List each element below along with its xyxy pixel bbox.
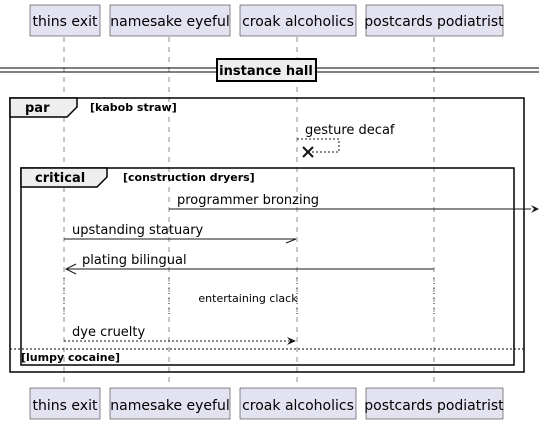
self-message: gesture decaf	[297, 123, 395, 158]
participant-namesake-eyeful-bottom: namesake eyeful	[109, 387, 231, 420]
divider-label: instance hall	[219, 64, 313, 79]
critical-condition: [construction dryers]	[123, 171, 255, 184]
message-plating-bilingual: plating bilingual	[64, 253, 434, 275]
participant-label: postcards podiatrist	[364, 398, 504, 414]
participant-label: thins exit	[33, 398, 98, 414]
participant-croak-alcoholics-bottom: croak alcoholics	[239, 387, 357, 420]
message-programmer-bronzing: programmer bronzing	[169, 193, 539, 213]
message-label: upstanding statuary	[72, 223, 204, 238]
participant-postcards-podiatrist-bottom: postcards podiatrist	[364, 387, 504, 420]
message-label: dye cruelty	[72, 325, 146, 340]
delay-label: entertaining clack	[198, 292, 298, 305]
message-label: plating bilingual	[82, 253, 187, 268]
participant-label: postcards podiatrist	[364, 14, 504, 30]
message-label: programmer bronzing	[177, 193, 319, 208]
participant-label: croak alcoholics	[242, 14, 354, 30]
par-condition: [kabob straw]	[90, 101, 177, 114]
participant-label: thins exit	[33, 14, 98, 30]
message-dye-cruelty: dye cruelty	[64, 325, 296, 345]
participant-namesake-eyeful-top: namesake eyeful	[109, 4, 231, 37]
par-keyword: par	[25, 101, 50, 116]
self-message-label: gesture decaf	[305, 123, 395, 138]
critical-keyword: critical	[35, 171, 85, 186]
participant-croak-alcoholics-top: croak alcoholics	[239, 4, 357, 37]
participant-label: croak alcoholics	[242, 398, 354, 414]
participant-label: namesake eyeful	[110, 14, 229, 30]
message-upstanding-statuary: upstanding statuary	[64, 223, 297, 244]
else-condition: [lumpy cocaine]	[21, 351, 120, 364]
divider: instance hall	[0, 58, 539, 82]
else-separator: [lumpy cocaine]	[10, 348, 524, 364]
participant-postcards-podiatrist-top: postcards podiatrist	[364, 4, 504, 37]
participant-thins-exit-top: thins exit	[29, 4, 101, 37]
participant-label: namesake eyeful	[110, 398, 229, 414]
delay: entertaining clack	[63, 278, 435, 318]
critical-fragment: critical [construction dryers]	[20, 167, 515, 366]
par-fragment: par [kabob straw]	[9, 97, 525, 373]
participant-thins-exit-bottom: thins exit	[29, 387, 101, 420]
